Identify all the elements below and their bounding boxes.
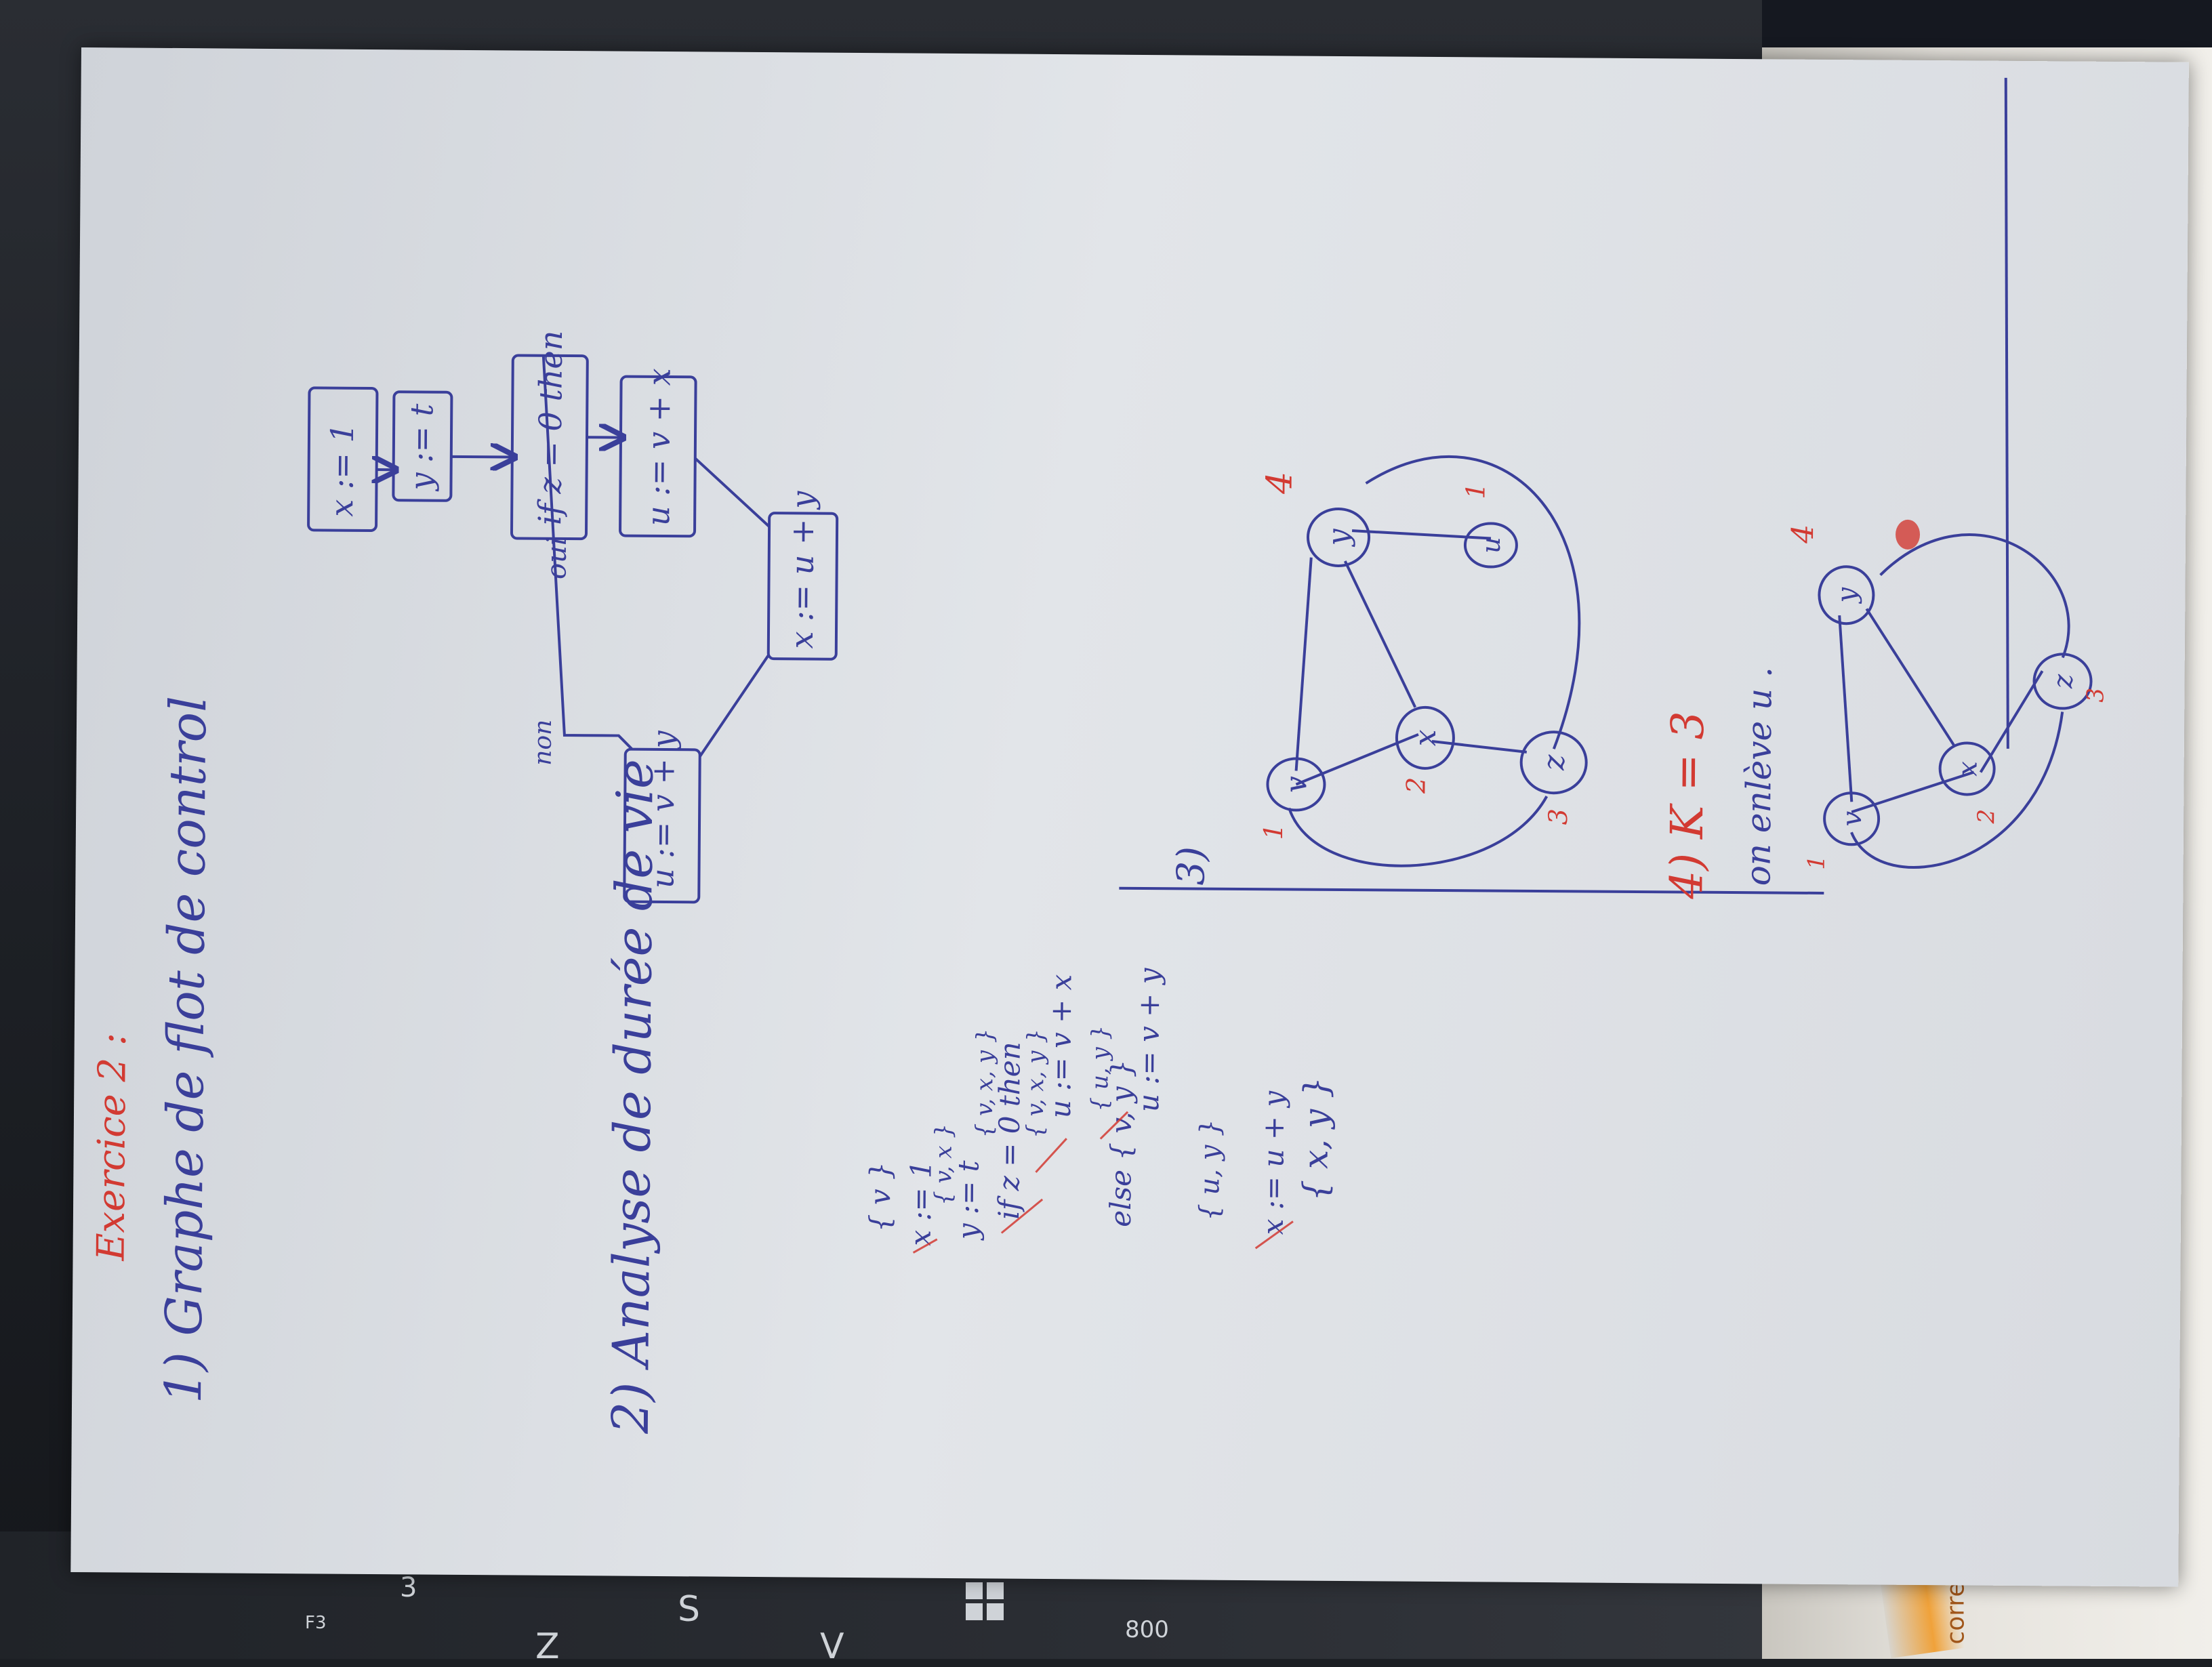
graph3-label-y: y — [1322, 528, 1356, 547]
key-v-label: V — [820, 1626, 844, 1667]
part3-divider — [1119, 888, 1824, 893]
graph3-label-u: u — [1476, 537, 1506, 554]
graph4-color-y: 4 — [1786, 524, 1820, 544]
graph3-label-v: v — [1279, 776, 1313, 793]
part3-heading: 3) — [1169, 846, 1213, 886]
red-scribble-mark — [1896, 520, 1920, 550]
key-z-label: Z — [535, 1626, 560, 1667]
part4-heading: 4) K = 3 — [1660, 711, 1714, 900]
cfg-edge-5-6 — [700, 655, 769, 757]
graph3-color-v: 1 — [1258, 823, 1288, 840]
key-f3-label: F3 — [305, 1613, 327, 1633]
liveness-line-12: { u, y } — [1194, 1119, 1226, 1220]
graph3-edge-x-y — [1344, 561, 1416, 707]
graph3-edge-y-z — [1364, 456, 1580, 749]
monitor-edge — [1762, 0, 2212, 47]
windows-key-icon — [966, 1582, 1004, 1620]
section-separator — [2001, 78, 2013, 749]
key-s-label: S — [678, 1589, 700, 1630]
graph3-color-y: 4 — [1259, 472, 1300, 495]
graph4-color-z: 3 — [2082, 688, 2109, 703]
liveness-line-1: { v } — [863, 1161, 897, 1232]
graph3-edge-v-z — [1289, 794, 1547, 867]
part1-heading: 1) Graphe de flot de control — [155, 696, 218, 1404]
cfg-node-label-2: y := t — [403, 403, 440, 492]
paper-sheet: Exercice 2 : 1) Graphe de flot de contro… — [70, 47, 2189, 1587]
cfg-node-label-4: u := v + x — [640, 368, 678, 526]
cfg-node-label-1: x := 1 — [323, 423, 361, 517]
graph3-edge-v-x — [1296, 734, 1418, 785]
graph3-edge-x-z — [1432, 741, 1527, 752]
cfg-node-label-3: if z = 0 then — [531, 330, 569, 525]
part4-subtitle: on enlève u . — [1738, 667, 1779, 886]
key-3-label: 3 — [400, 1572, 417, 1603]
graph4-label-y: y — [1831, 586, 1862, 604]
graph3-label-z: z — [1537, 754, 1572, 771]
cfg-node-label-5: u := v + y — [644, 730, 682, 888]
tape-label: corre — [1942, 1582, 1970, 1644]
graph4-color-x: 2 — [1973, 809, 2000, 825]
liveness-line-4: y := t — [951, 1160, 985, 1241]
graph4-edge-v-y — [1838, 615, 1853, 802]
liveness-line-14: { x, y } — [1296, 1077, 1336, 1201]
graph3-color-z: 3 — [1543, 808, 1573, 825]
graph4-color-v: 1 — [1803, 855, 1830, 870]
liveness-line-11: u := v + y — [1132, 967, 1166, 1112]
liveness-line-8: u := v + x — [1044, 974, 1078, 1118]
graph3-label-x: x — [1408, 729, 1443, 746]
exercise-title: Exercice 2 : — [89, 1033, 134, 1262]
graph3-edge-v-y — [1296, 558, 1311, 771]
graph4-label-z: z — [2047, 674, 2078, 689]
cfg-branch-no: non — [529, 720, 557, 766]
graph3-color-u: 1 — [1460, 482, 1490, 499]
cfg-node-label-6: x := u + y — [783, 491, 821, 649]
graph4-edge-x-z — [1981, 671, 2043, 773]
graph4-label-x: x — [1952, 761, 1984, 777]
graph4-edge-y-z — [1880, 534, 2070, 657]
cfg-branch-yes: oui — [541, 537, 573, 579]
key-800-label: 800 — [1125, 1616, 1169, 1643]
cfg-edge-4-6 — [695, 458, 770, 527]
graph4-label-v: v — [1837, 810, 1868, 826]
graph4-edge-x-y — [1866, 609, 1954, 745]
graph4-edge-v-z — [1851, 710, 2063, 868]
liveness-line-13: x := u + y — [1256, 1090, 1290, 1235]
graph3-color-x: 2 — [1401, 777, 1431, 794]
handwriting-canvas: Exercice 2 : 1) Graphe de flot de contro… — [70, 47, 2189, 1587]
